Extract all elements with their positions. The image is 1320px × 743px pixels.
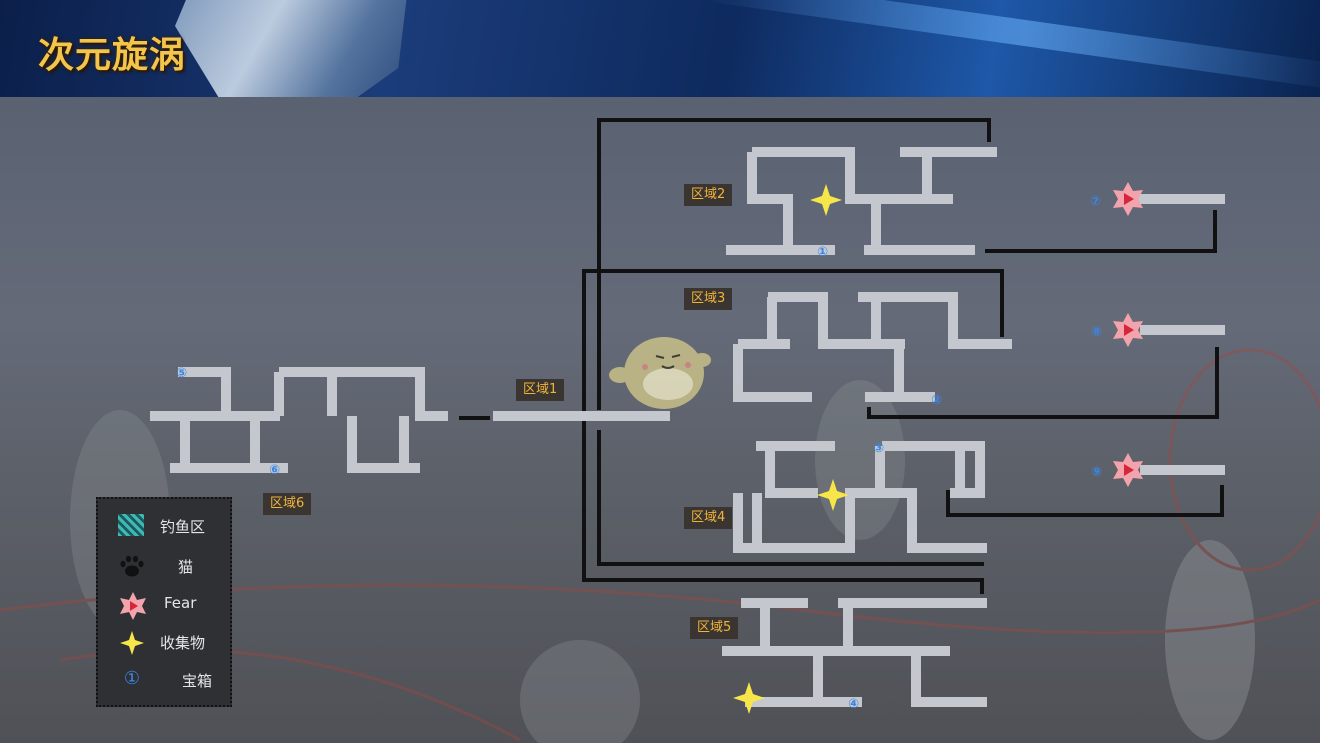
maze-paths — [150, 147, 1225, 707]
light-streak-decoration — [701, 0, 1320, 92]
floating-rock-decoration — [175, 0, 410, 97]
area-tag-3: 区域3 — [684, 288, 733, 310]
legend-item-collectible: 收集物 — [98, 627, 230, 657]
link-line — [597, 118, 991, 410]
chest-number-icon: ⑥ — [269, 463, 280, 478]
link-line — [582, 269, 1004, 580]
collectibles — [733, 184, 849, 714]
link-line — [597, 430, 984, 566]
area6-maze — [150, 367, 448, 473]
area-tag-2: 区域2 — [684, 184, 733, 206]
link-line — [582, 430, 984, 594]
chest-markers: ① ② ③ ④ ⑤ ⑥ ⑦ ⑧ ⑨ — [176, 194, 1102, 712]
fear-icon — [1113, 182, 1143, 216]
star-icon — [118, 630, 146, 655]
area-tag-1: 区域1 — [516, 379, 565, 401]
chest-number-icon: ④ — [848, 697, 859, 712]
legend-item-fishing: 钓鱼区 — [98, 511, 230, 541]
chest-number-icon: ⑧ — [1091, 325, 1102, 340]
legend-item-chest: ① 宝箱 — [98, 665, 230, 695]
legend-panel: 钓鱼区 猫 Fear 收集物 ① 宝箱 — [96, 497, 232, 707]
fear-icon — [1113, 453, 1143, 487]
paw-icon — [118, 554, 146, 578]
mascot-character-icon — [609, 337, 711, 409]
area-tag-6: 区域6 — [263, 493, 312, 515]
link-line — [985, 210, 1217, 253]
star-icon — [817, 479, 849, 511]
area2-maze — [726, 147, 1225, 255]
chest-number-icon: ③ — [873, 441, 884, 456]
star-icon — [810, 184, 842, 216]
fear-icon — [1113, 313, 1143, 347]
area3-maze — [733, 292, 1225, 402]
area5-maze — [722, 598, 987, 707]
page-title: 次元旋涡 — [38, 34, 187, 76]
link-line — [946, 485, 1224, 517]
header-banner: 次元旋涡 — [0, 0, 1320, 97]
hatch-icon — [118, 514, 146, 538]
connection-lines — [459, 118, 1224, 594]
chest-number-icon: ① — [817, 245, 828, 260]
chest-number-icon: ⑦ — [1090, 194, 1101, 209]
area-tag-4: 区域4 — [684, 507, 733, 529]
legend-item-cat: 猫 — [98, 551, 230, 581]
chest-number-icon: ⑤ — [176, 366, 187, 381]
legend-label: Fear — [164, 594, 197, 612]
chest-number-icon: ⑨ — [1091, 465, 1102, 480]
legend-label: 宝箱 — [182, 672, 213, 690]
chest-number-icon: ① — [123, 668, 141, 689]
legend-label: 钓鱼区 — [160, 518, 206, 536]
fear-markers — [1113, 182, 1143, 487]
fear-icon — [118, 592, 146, 620]
legend-label: 猫 — [178, 558, 194, 576]
link-line — [867, 347, 1219, 419]
chest-number-icon: ② — [931, 393, 942, 408]
legend-label: 收集物 — [160, 634, 206, 652]
area-tag-5: 区域5 — [690, 617, 739, 639]
area4-maze — [733, 441, 1225, 553]
legend-item-fear: Fear — [98, 589, 230, 620]
star-icon — [733, 682, 765, 714]
